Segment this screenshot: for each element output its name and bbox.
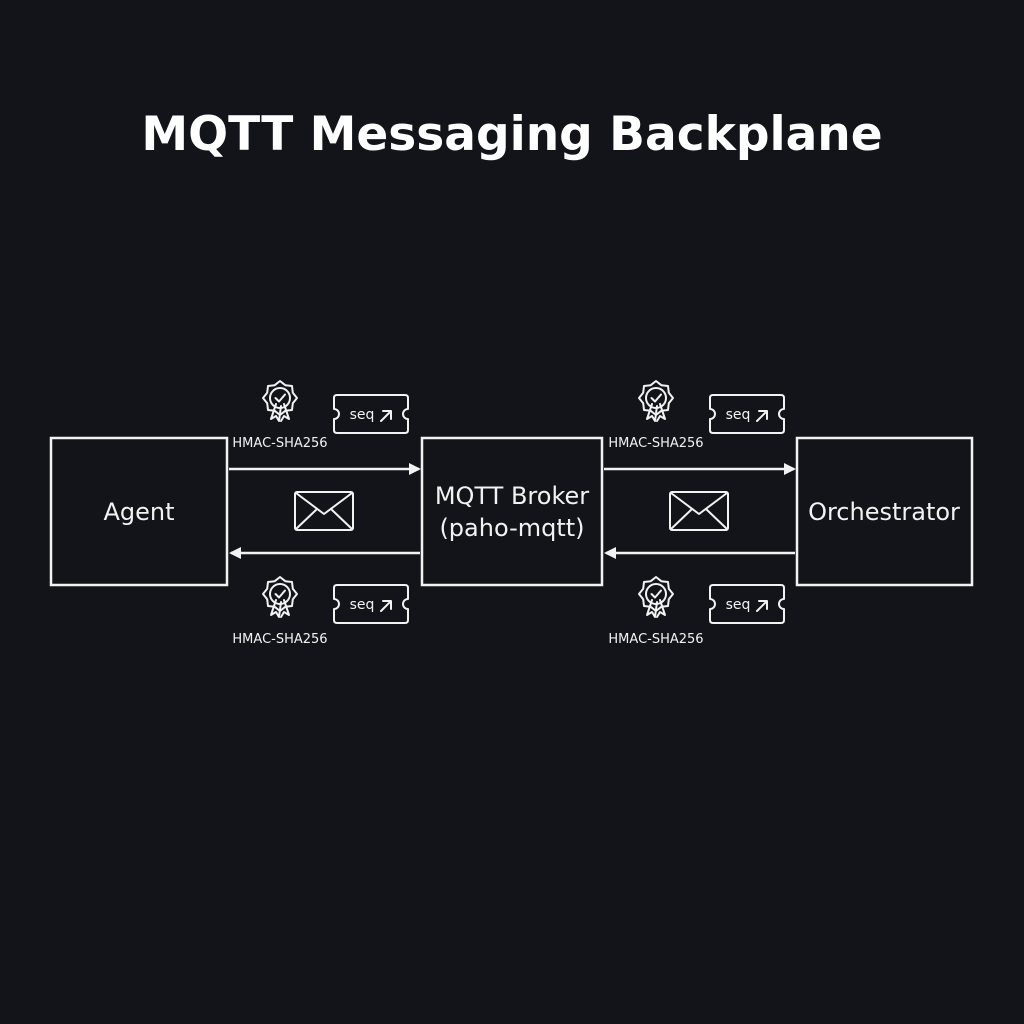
seq-label: seq	[350, 597, 375, 613]
hmac-label: HMAC-SHA256	[608, 632, 703, 647]
broker-label-line1: MQTT Broker	[435, 482, 589, 510]
orchestrator-node	[795, 436, 974, 587]
seq-label: seq	[726, 407, 751, 423]
envelope-icon	[294, 491, 354, 531]
seq-label: seq	[726, 597, 751, 613]
broker-node	[420, 436, 604, 587]
agent-label: Agent	[103, 498, 174, 526]
verified-badge-icon	[262, 380, 298, 422]
agent-node	[49, 436, 229, 587]
hmac-label: HMAC-SHA256	[232, 436, 327, 451]
envelope-icon	[669, 491, 729, 531]
verified-badge-icon	[262, 576, 298, 618]
hmac-label: HMAC-SHA256	[232, 632, 327, 647]
hmac-label: HMAC-SHA256	[608, 436, 703, 451]
seq-label: seq	[350, 407, 375, 423]
verified-badge-icon	[638, 576, 674, 618]
orchestrator-label: Orchestrator	[808, 498, 960, 526]
verified-badge-icon	[638, 380, 674, 422]
broker-label-line2: (paho-mqtt)	[439, 514, 584, 542]
page-title: MQTT Messaging Backplane	[141, 107, 883, 162]
